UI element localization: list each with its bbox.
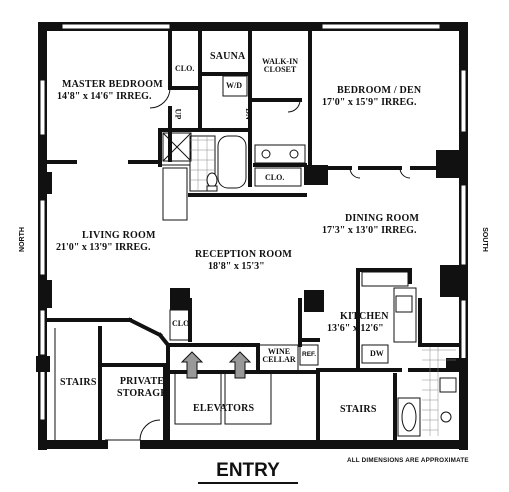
sauna-label: SAUNA (210, 51, 246, 62)
stairs-right-label: STAIRS (340, 404, 377, 415)
living-room-dims: 21'0" x 13'9" IRREG. (56, 242, 151, 253)
dishwasher-label: DW (370, 349, 384, 358)
reception-room-dims: 18'8" x 15'3" (208, 261, 265, 272)
kitchen-dims: 13'6" x 12'6" (327, 323, 384, 334)
dining-room-dims: 17'3" x 13'0" IRREG. (322, 225, 417, 236)
entry-arrows-icon (180, 351, 252, 379)
dn-label: DN (243, 108, 253, 120)
toilet-icon (206, 172, 218, 192)
closet-reception-label: CLO. (172, 319, 192, 328)
top-windows (61, 23, 441, 30)
tile-areas (190, 136, 456, 436)
reception-room-name: RECEPTION ROOM (195, 249, 292, 260)
entry-title: ENTRY (198, 460, 298, 484)
stairs-left-label: STAIRS (60, 377, 97, 388)
thin-lines (54, 75, 457, 441)
bedroom-den-name: BEDROOM / DEN (337, 85, 422, 96)
master-bedroom-name: MASTER BEDROOM (62, 79, 163, 90)
interior-walls (45, 29, 461, 442)
closet-bath-label: CLO. (265, 173, 285, 182)
kitchen-name: KITCHEN (340, 311, 389, 322)
compass-north-label: NORTH (18, 227, 26, 252)
closet-master-label: CLO. (175, 64, 195, 73)
bedroom-den-dims: 17'0" x 15'9" IRREG. (322, 97, 417, 108)
master-bedroom-dims: 14'8" x 14'6" IRREG. (57, 91, 152, 102)
right-windows (460, 69, 467, 361)
dining-room-name: DINING ROOM (345, 213, 420, 224)
living-room-name: LIVING ROOM (82, 230, 156, 241)
refrigerator-label: REF. (302, 351, 317, 358)
compass-south-label: SOUTH (480, 227, 488, 252)
washer-dryer-label: W/D (226, 81, 242, 90)
up-label: UP (173, 108, 183, 120)
elevators-label: ELEVATORS (193, 403, 255, 414)
dimensions-note: ALL DIMENSIONS ARE APPROXIMATE (347, 457, 469, 464)
